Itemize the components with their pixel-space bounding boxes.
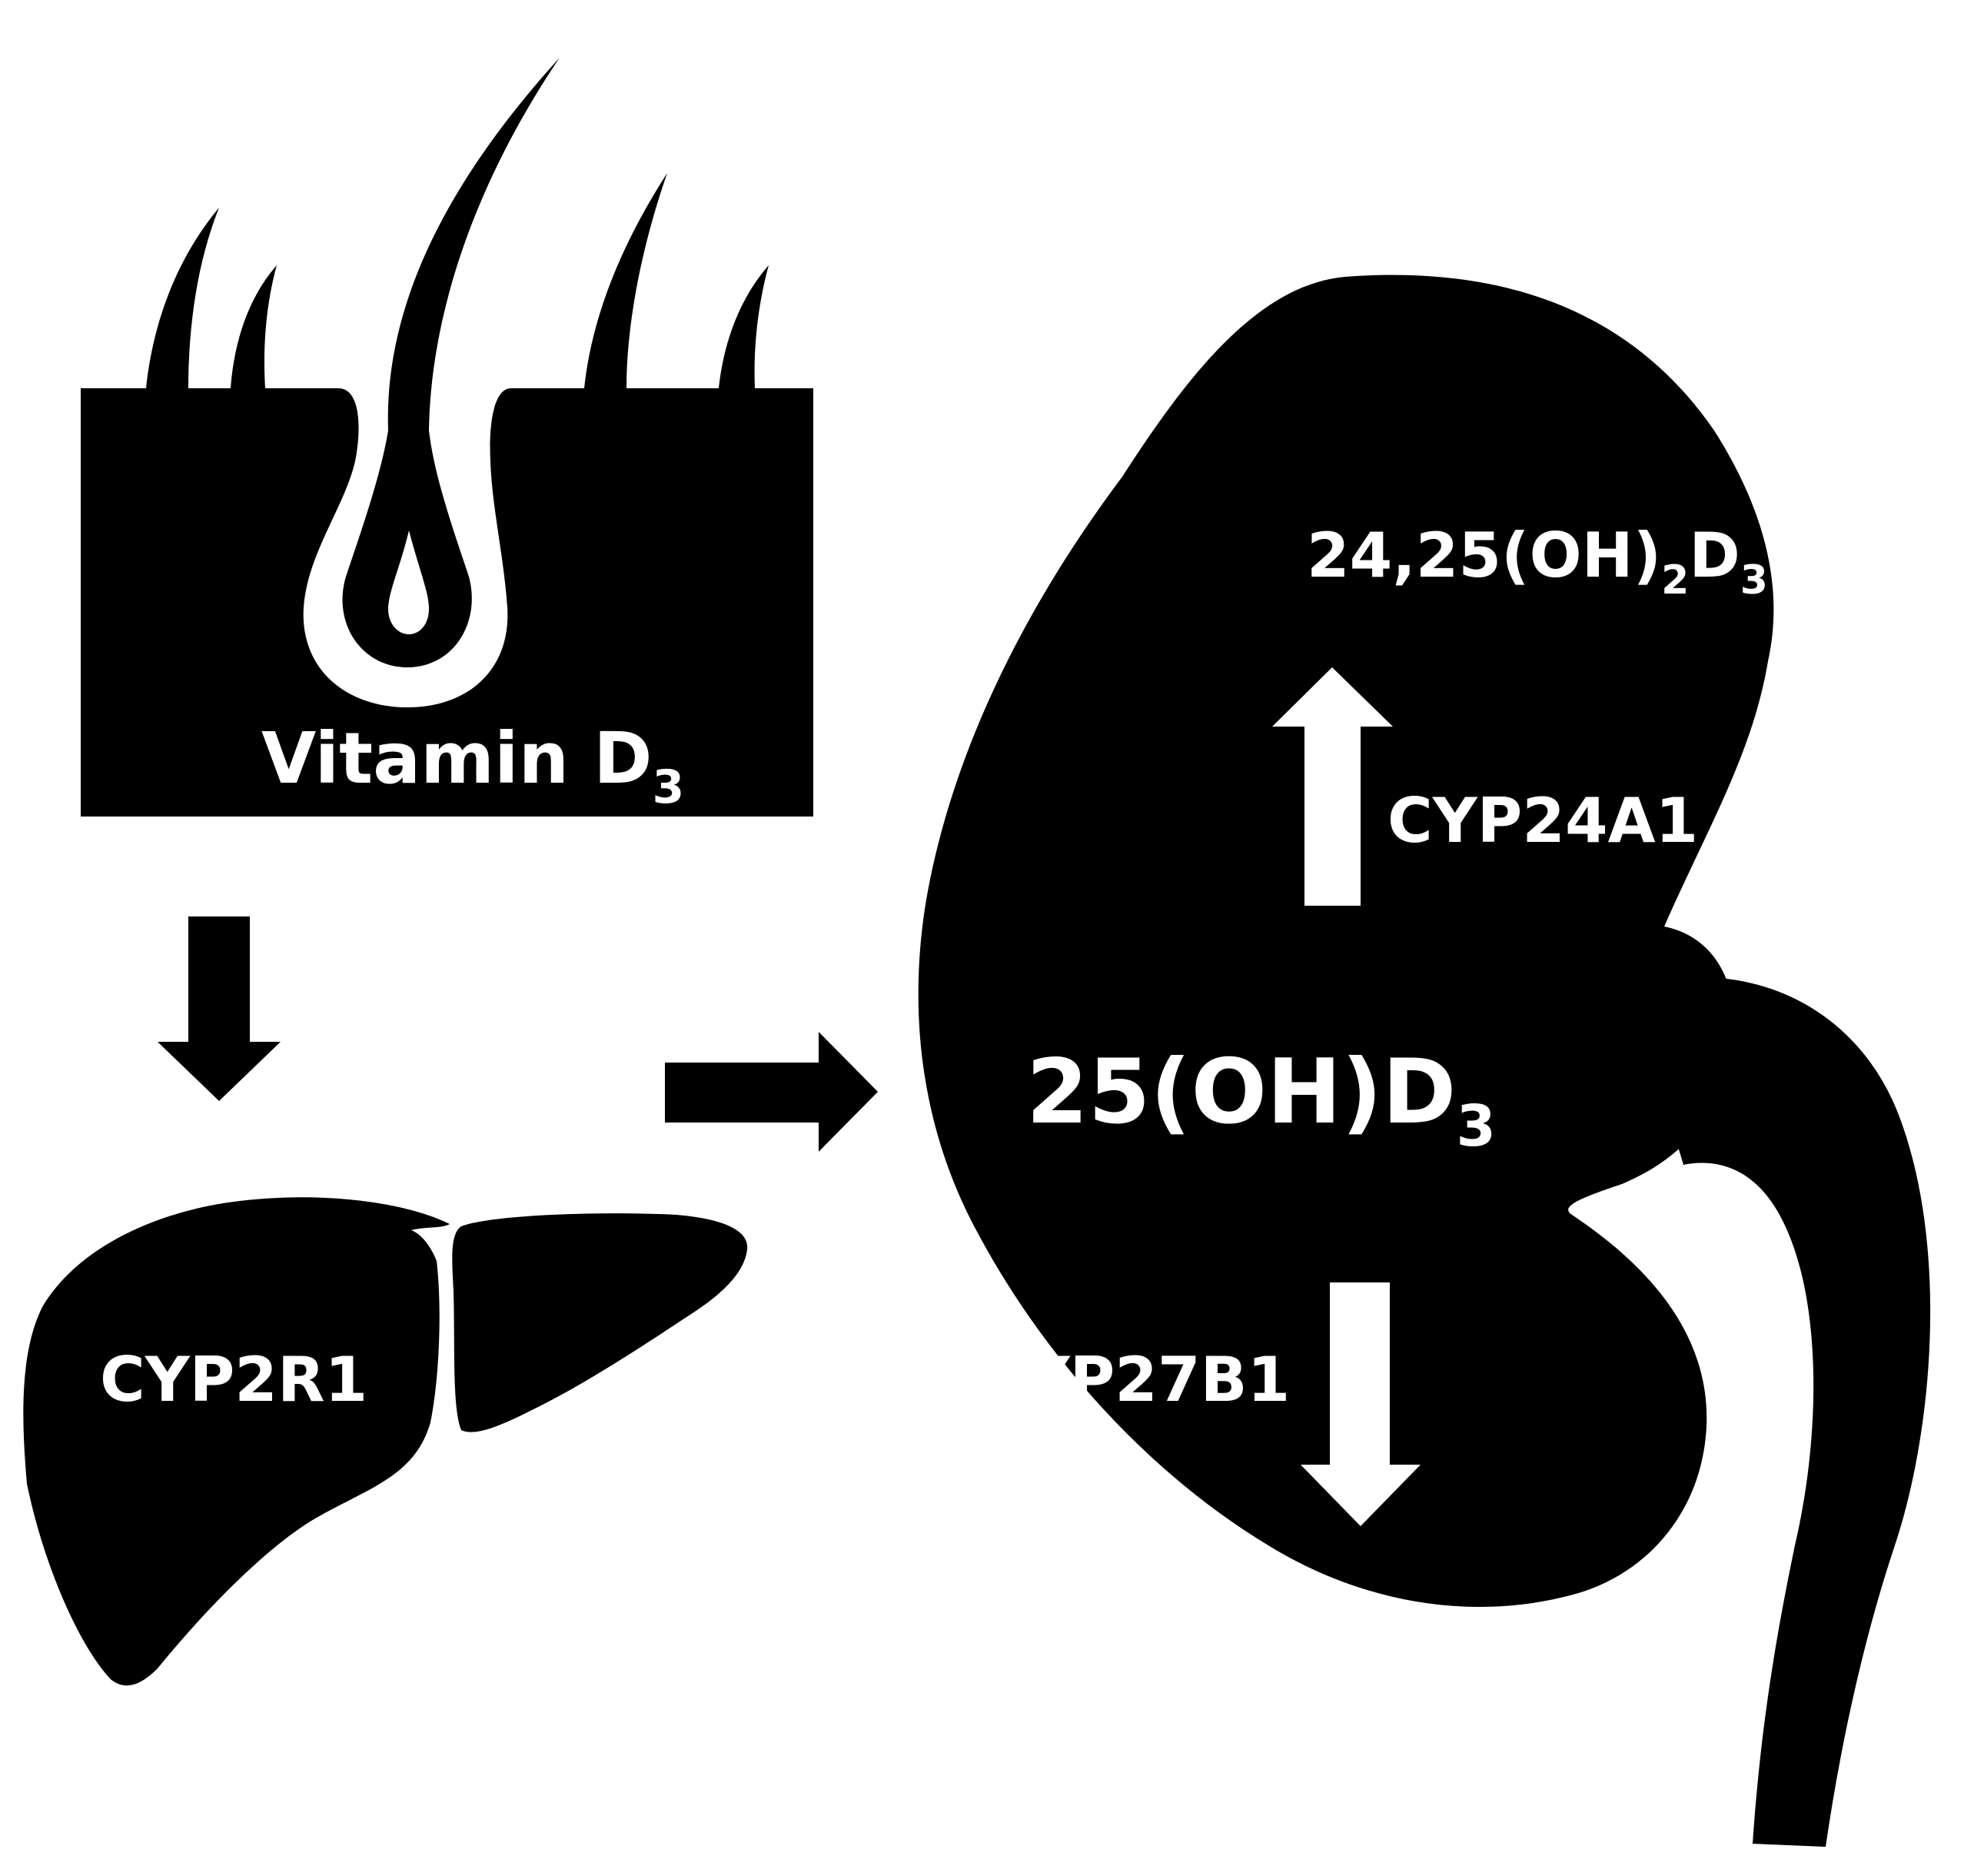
papilla-icon bbox=[388, 531, 429, 634]
arrow-down-white-icon bbox=[1301, 1282, 1421, 1526]
hydroxy-1-25-label: 1,25(OH)2D3 bbox=[1203, 1600, 1621, 1684]
liver-right-lobe-icon bbox=[452, 1213, 748, 1432]
hair-strand-1-icon bbox=[146, 208, 219, 388]
liver-left-lobe-icon bbox=[23, 1197, 450, 1686]
kidney-icon bbox=[918, 274, 1931, 1847]
skin-block-icon bbox=[81, 388, 813, 817]
cyp24a1-label: CYP24A1 bbox=[1387, 785, 1698, 857]
arrow-up-icon bbox=[1272, 667, 1393, 906]
kidney-body-icon bbox=[918, 274, 1774, 1607]
hydroxy-24-25-label: 24,25(OH)2D3 bbox=[1307, 520, 1768, 604]
hair-strand-2-icon bbox=[231, 265, 277, 388]
cyp2r1-label: CYP2R1 bbox=[100, 1344, 367, 1415]
vitamin-d3-label: Vitamin D3 bbox=[261, 717, 684, 814]
hair-strand-4-icon bbox=[719, 265, 769, 388]
ureter-icon bbox=[1630, 976, 1931, 1847]
liver-icon bbox=[23, 1197, 748, 1686]
hair-shaft-icon bbox=[387, 58, 560, 431]
skin-icon bbox=[81, 173, 813, 817]
hair-follicle-icon bbox=[342, 58, 560, 667]
cyp27b1-label: CYP27B1 bbox=[980, 1344, 1290, 1415]
hydroxy-25-label: 25(OH)D3 bbox=[1026, 1040, 1496, 1159]
arrow-right-icon bbox=[665, 1032, 878, 1152]
hair-strand-3-icon bbox=[584, 173, 667, 388]
arrow-down-icon bbox=[158, 916, 281, 1101]
